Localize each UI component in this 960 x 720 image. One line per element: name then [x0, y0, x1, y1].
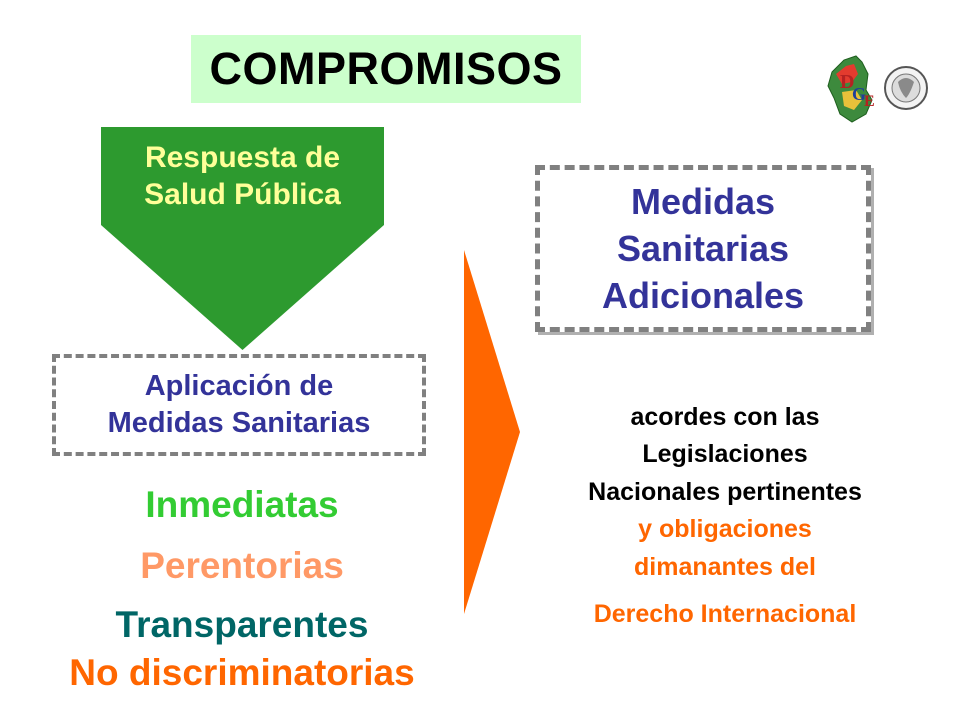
additional-line3: Adicionales [601, 275, 805, 316]
additional-line1: Medidas [630, 181, 776, 222]
quality-no-discriminatorias: No discriminatorias [69, 652, 415, 693]
quality-transparentes: Transparentes [115, 604, 369, 645]
svg-text:E: E [864, 93, 875, 110]
condition-line3: Nacionales pertinentes [588, 478, 862, 506]
condition-line1: acordes con las [630, 403, 820, 431]
condition-line2: Legislaciones [642, 440, 808, 468]
svg-text:D: D [840, 71, 854, 93]
response-line1: Respuesta de [144, 141, 341, 174]
condition-line4: y obligaciones [638, 515, 812, 543]
condition-line5: dimanantes del [634, 553, 816, 581]
page-title: COMPROMISOS [191, 35, 581, 103]
condition-line6: Derecho Internacional [593, 600, 857, 628]
quality-inmediatas: Inmediatas [145, 484, 339, 525]
dge-logo: D G E [827, 55, 928, 123]
chevron-right-arrow [464, 250, 520, 614]
additional-measures-box: Medidas Sanitarias Adicionales [535, 165, 871, 332]
quality-perentorias: Perentorias [140, 545, 344, 586]
application-line2: Medidas Sanitarias [107, 407, 371, 439]
application-line1: Aplicación de [144, 370, 334, 402]
additional-line2: Sanitarias [616, 228, 790, 269]
svg-text:G: G [852, 84, 866, 104]
application-box: Aplicación de Medidas Sanitarias [52, 354, 426, 456]
response-box: Respuesta de Salud Pública [101, 127, 384, 225]
response-down-arrow [101, 225, 384, 350]
response-line2: Salud Pública [144, 178, 341, 211]
